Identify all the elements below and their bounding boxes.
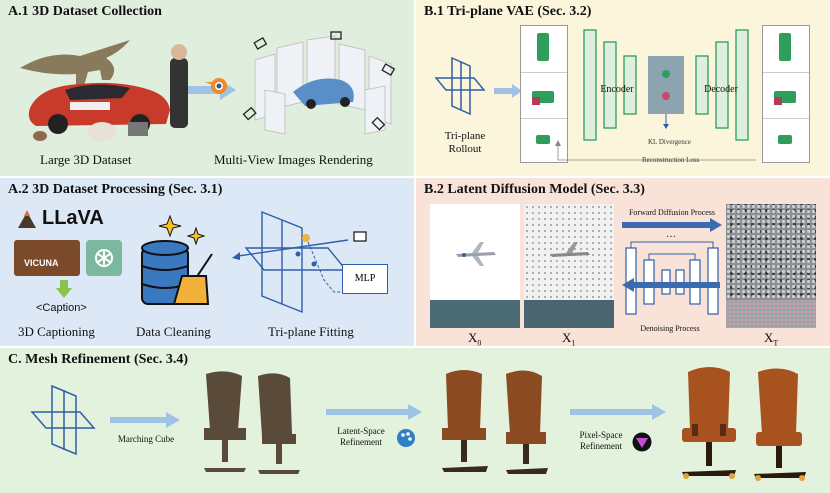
xt-image <box>726 204 816 300</box>
triplane-icon-c <box>30 384 96 456</box>
panel-a2-title: A.2 3D Dataset Processing (Sec. 3.1) <box>8 182 223 197</box>
captioning-label: 3D Captioning <box>18 324 95 339</box>
output-plane-car-thumbnails <box>774 33 796 144</box>
encoder-label: Encoder <box>600 84 634 95</box>
reconstruction-loss-label: Reconstruction Loss <box>642 156 700 164</box>
xt-label: XT <box>764 330 779 348</box>
pixel-refinement-label: Pixel-Space Refinement <box>579 430 623 451</box>
blender-icon <box>205 78 227 94</box>
coarse-mesh-chairs <box>204 371 300 474</box>
pixel-refined-chairs <box>682 367 806 481</box>
database-broom-icon <box>141 214 213 305</box>
mlp-box: MLP <box>342 264 388 294</box>
unet-diagram: ··· <box>622 218 722 315</box>
a1-label-left: Large 3D Dataset <box>40 152 132 167</box>
input-plane-car-thumbnails <box>532 33 554 144</box>
c-arrow-3 <box>570 404 666 420</box>
palette-icon <box>397 429 415 447</box>
cleaning-label: Data Cleaning <box>136 324 211 339</box>
b1-arrow-in <box>494 84 522 98</box>
caption-down-arrow <box>56 280 72 298</box>
openai-knot-icon <box>95 249 113 267</box>
x1-label: X1 <box>562 330 576 348</box>
llava-label: LLaVA <box>42 207 104 229</box>
c-arrow-2 <box>326 404 422 420</box>
x0-label: X0 <box>468 330 482 348</box>
latent-refinement-label: Latent-Space Refinement <box>337 426 385 447</box>
panel-b2-title: B.2 Latent Diffusion Model (Sec. 3.3) <box>424 182 645 197</box>
rollout-label: Tri-plane Rollout <box>444 130 486 155</box>
c-arrow-1 <box>110 412 180 428</box>
marching-cube-label: Marching Cube <box>117 434 175 444</box>
panel-a1-dataset-collection: A.1 3D Dataset Collection <box>0 0 414 176</box>
triplane-icon <box>434 56 486 116</box>
x1-airplane <box>550 242 590 257</box>
decoder-label: Decoder <box>704 84 738 95</box>
xt-latent-strip <box>726 300 816 328</box>
x0-latent-strip <box>430 300 520 328</box>
vae-encoder-decoder <box>555 29 756 161</box>
panel-a1-title: A.1 3D Dataset Collection <box>8 4 162 19</box>
panel-b1-title: B.1 Tri-plane VAE (Sec. 3.2) <box>424 4 592 19</box>
panel-c-mesh-refinement: C. Mesh Refinement (Sec. 3.4) Marching C… <box>0 348 830 493</box>
3d-assets-illustration <box>20 40 188 142</box>
triangle-logo-icon <box>632 432 652 452</box>
output-plane-2 <box>763 72 809 119</box>
mlp-label: MLP <box>354 273 376 284</box>
a1-label-right: Multi-View Images Rendering <box>214 152 373 167</box>
vicuna-logo: VICUNA <box>14 240 80 276</box>
fitting-label: Tri-plane Fitting <box>268 324 354 339</box>
openai-logo <box>86 240 122 276</box>
denoising-label: Denoising Process <box>640 324 700 333</box>
kl-divergence-label: KL Divergence <box>648 138 691 146</box>
caption-tag: <Caption> <box>36 302 87 314</box>
panel-b2-latent-diffusion: B.2 Latent Diffusion Model (Sec. 3.3) X0… <box>416 178 830 348</box>
llava-volcano-icon <box>18 210 36 228</box>
x1-latent-strip <box>524 300 614 328</box>
x0-airplane <box>456 242 496 266</box>
panel-c-title: C. Mesh Refinement (Sec. 3.4) <box>8 352 189 367</box>
input-plane-1 <box>521 26 567 73</box>
vicuna-label: VICUNA <box>24 258 59 268</box>
multi-view-rendering-illustration <box>242 31 396 135</box>
input-plane-2 <box>521 72 567 119</box>
triplane-fitting-diagram <box>232 210 367 314</box>
output-plane-1 <box>763 26 809 73</box>
panel-b1-triplane-vae: B.1 Tri-plane VAE (Sec. 3.2) Tri-plane R… <box>416 0 830 176</box>
panel-a2-dataset-processing: A.2 3D Dataset Processing (Sec. 3.1) LLa… <box>0 178 414 346</box>
forward-process-label: Forward Diffusion Process <box>628 208 716 217</box>
svg-text:···: ··· <box>666 232 676 243</box>
latent-refined-chairs <box>442 370 548 474</box>
